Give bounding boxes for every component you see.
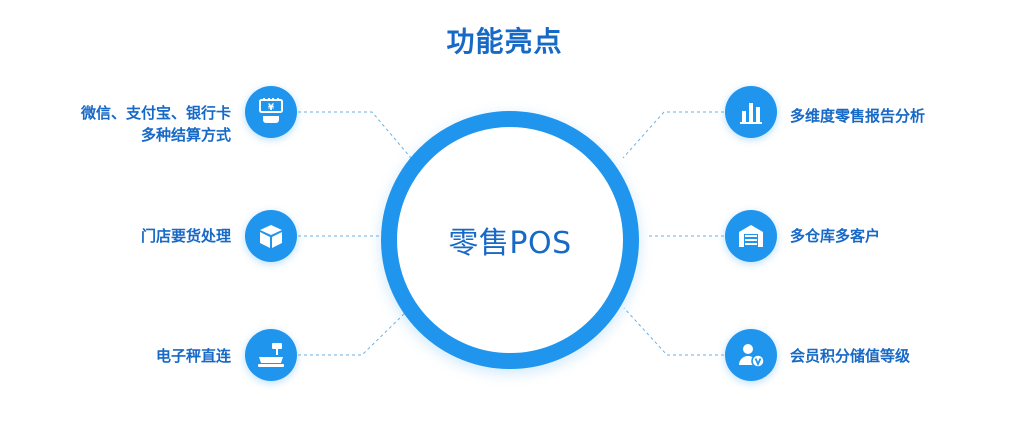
feature-label-scale-line1: 电子秤直连 (155, 347, 231, 365)
feature-label-scale: 电子秤直连 (156, 345, 231, 367)
member-icon (725, 329, 777, 381)
connector-member (623, 307, 724, 356)
payment-terminal-icon: ¥ (245, 86, 297, 138)
bar-chart-icon (725, 86, 777, 138)
feature-label-member-line1: 会员积分储值等级 (790, 347, 911, 365)
feature-label-report: 多维度零售报告分析 (790, 105, 925, 127)
page-title: 功能亮点 (446, 25, 563, 58)
feature-label-warehouse-line1: 多仓库多客户 (790, 227, 881, 245)
connector-scale (298, 312, 406, 356)
center-hub-circle: 零售POS (381, 111, 639, 369)
feature-label-box-line1: 门店要货处理 (140, 227, 231, 245)
feature-label-box: 门店要货处理 (141, 225, 231, 247)
connector-payment (298, 111, 412, 159)
feature-label-warehouse: 多仓库多客户 (790, 225, 880, 247)
electronic-scale-icon (245, 329, 297, 381)
feature-label-member: 会员积分储值等级 (790, 345, 910, 367)
box-icon (245, 210, 297, 262)
connector-report (622, 111, 724, 159)
center-label: 零售POS (448, 226, 572, 261)
feature-label-report-line1: 多维度零售报告分析 (790, 107, 926, 125)
feature-label-payment-line2: 多种结算方式 (140, 126, 231, 144)
warehouse-icon (725, 210, 777, 262)
feature-label-payment-line1: 微信、支付宝、银行卡 (80, 104, 231, 122)
feature-label-payment: 微信、支付宝、银行卡 多种结算方式 (81, 102, 231, 146)
svg-text:¥: ¥ (268, 103, 275, 113)
